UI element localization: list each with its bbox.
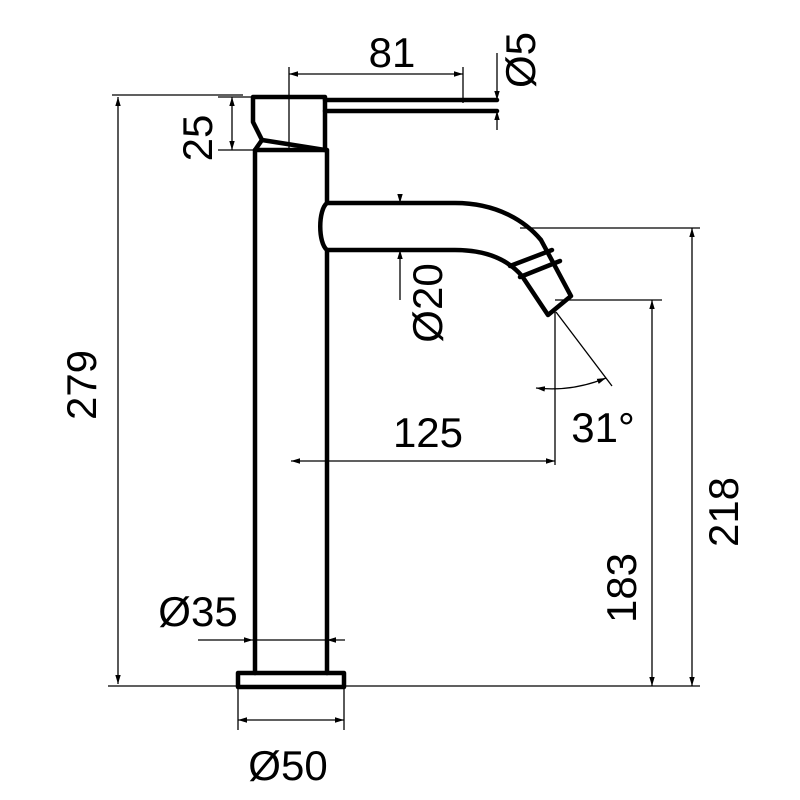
dim-handle-length: 81: [369, 29, 416, 76]
dim-spout-top-height: 218: [700, 477, 747, 547]
lever: [322, 97, 500, 114]
dim-lever-diameter: Ø5: [497, 32, 544, 88]
spout-ring-2: [517, 258, 563, 280]
dim-body-diameter: Ø35: [158, 588, 237, 635]
spout-ring: [507, 247, 555, 269]
dim-base-diameter: Ø50: [248, 742, 327, 789]
dimension-labels: 81 Ø5 25 279 Ø20 31° 125 218 183 Ø35 Ø50: [58, 29, 747, 789]
dim-handle-height: 25: [174, 115, 221, 162]
dimension-lines: [108, 53, 700, 730]
dim-spout-reach: 125: [393, 409, 463, 456]
dim-outlet-height: 183: [598, 553, 645, 623]
dim-spout-angle: 31°: [571, 404, 635, 451]
faucet-outline: [235, 94, 574, 690]
dim-spout-diameter: Ø20: [404, 263, 451, 342]
main-body: [252, 147, 330, 676]
handle-head-divider: [259, 137, 328, 153]
dim-total-height: 279: [58, 350, 105, 420]
base-plate: [235, 670, 347, 690]
